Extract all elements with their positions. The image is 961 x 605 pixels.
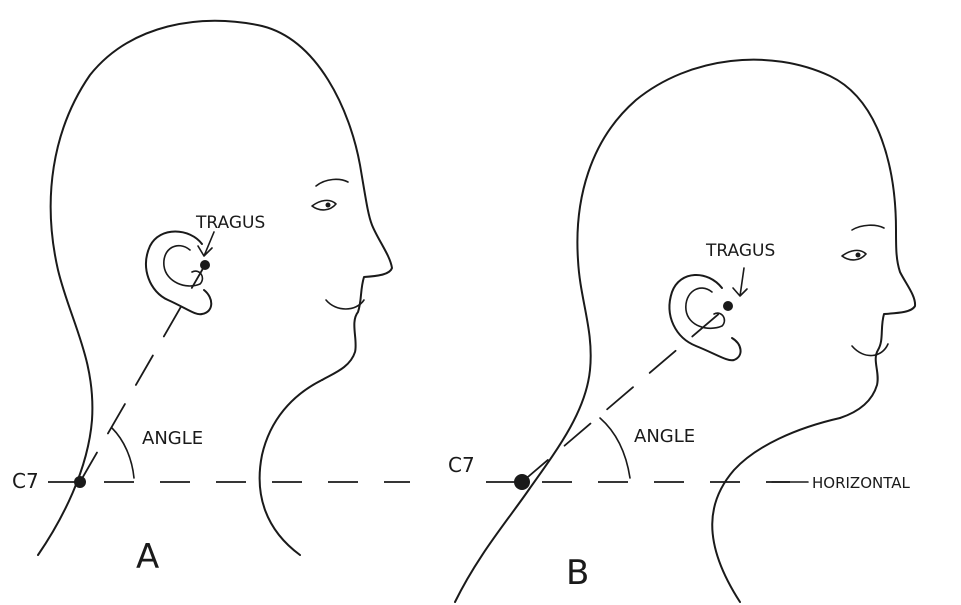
panel-label-a: A <box>136 537 159 577</box>
mouth-b <box>852 344 888 356</box>
eyebrow-a <box>316 179 348 186</box>
tragus-arrow-b <box>733 268 747 296</box>
tragus-arrow-a <box>198 232 214 256</box>
tragus-line-a <box>80 265 205 482</box>
angle-label-a: ANGLE <box>142 428 203 449</box>
panel-label-b: B <box>566 553 589 593</box>
tragus-point-b <box>723 301 733 311</box>
ear-inner-b <box>686 288 725 328</box>
c7-point-b <box>514 474 530 490</box>
horizontal-label: HORIZONTAL <box>812 474 910 492</box>
tragus-label-b: TRAGUS <box>705 241 775 261</box>
angle-label-b: ANGLE <box>634 426 695 447</box>
pupil-b <box>856 253 861 258</box>
front-neck-b <box>712 418 840 602</box>
panel-a: TRAGUS ANGLE C7 A <box>12 21 410 577</box>
angle-arc-a <box>112 428 134 478</box>
head-outline-a <box>38 21 392 555</box>
tragus-label-a: TRAGUS <box>195 213 265 233</box>
c7-label-b: C7 <box>448 453 475 477</box>
eye-b <box>842 250 866 260</box>
eye-a <box>312 200 336 210</box>
eyebrow-b <box>852 225 884 230</box>
angle-arc-b <box>600 418 630 478</box>
front-neck-a <box>260 380 322 555</box>
panel-b: TRAGUS ANGLE C7 HORIZONTAL B <box>448 60 915 602</box>
pupil-a <box>326 203 331 208</box>
tragus-point-a <box>200 260 210 270</box>
head-outline-b <box>455 60 915 602</box>
c7-point-a <box>74 476 86 488</box>
c7-label-a: C7 <box>12 469 39 493</box>
